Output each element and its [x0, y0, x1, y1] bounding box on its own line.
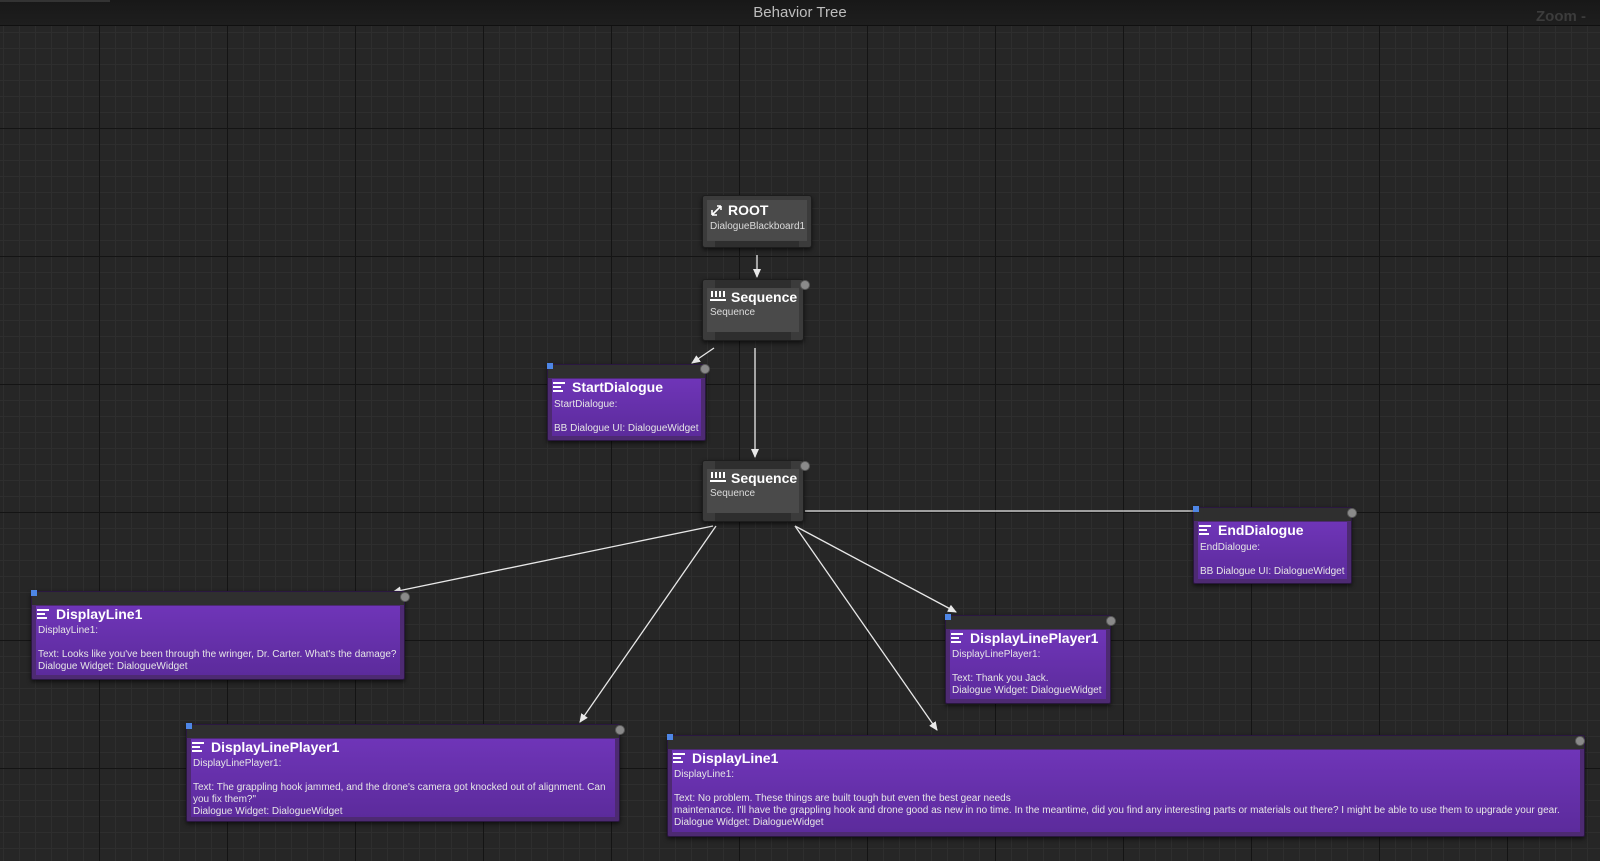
execution-order-badge-icon: [1575, 736, 1585, 746]
graph-title: Behavior Tree: [753, 4, 847, 21]
sequence-1-title: Sequence: [731, 289, 798, 305]
task-title: StartDialogue: [572, 379, 664, 395]
task-name-label: DisplayLinePlayer1:: [193, 758, 282, 769]
graph-title-bar: Behavior Tree Zoom -: [0, 0, 1600, 26]
task-property-line: Text: Thank you Jack.: [952, 673, 1049, 684]
task-name-label: StartDialogue:: [554, 399, 618, 410]
decorator-indicator-icon: [547, 363, 553, 369]
decorator-indicator-icon: [1193, 506, 1199, 512]
task-icon: [37, 608, 51, 621]
task-name-label: DisplayLinePlayer1:: [952, 649, 1041, 660]
edge-sequence1-to-startdialogue: [691, 347, 715, 364]
task-icon: [1199, 524, 1213, 537]
execution-order-badge-icon: [615, 725, 625, 735]
task-property-line: you fix them?": [193, 794, 257, 805]
task-node-display-line-1[interactable]: DisplayLine1 DisplayLine1: Text: Looks l…: [31, 591, 405, 680]
sequence-node-2[interactable]: Sequence Sequence: [702, 460, 804, 522]
decorator-indicator-icon: [186, 723, 192, 729]
root-output-pin[interactable]: [715, 241, 799, 247]
task-node-display-line-player-1[interactable]: DisplayLinePlayer1 DisplayLinePlayer1: T…: [945, 615, 1111, 704]
execution-order-badge-icon: [800, 461, 810, 471]
task-input-pin[interactable]: [32, 592, 404, 605]
edge-sequence2-to-displaylineplayer-a: [579, 525, 717, 723]
task-input-pin[interactable]: [187, 725, 619, 738]
task-input-pin[interactable]: [1194, 508, 1351, 521]
edge-sequence2-to-displayline-a: [392, 525, 714, 595]
execution-order-badge-icon: [400, 592, 410, 602]
task-property-line: Dialogue Widget: DialogueWidget: [952, 685, 1102, 696]
edge-sequence2-to-displayline-b: [794, 525, 938, 731]
task-property-line: maintenance. I'll have the grappling hoo…: [674, 805, 1560, 816]
task-title: EndDialogue: [1218, 522, 1304, 538]
task-title: DisplayLinePlayer1: [211, 739, 340, 755]
task-icon: [553, 381, 567, 394]
edge-sequence2-to-displaylineplayer-b: [794, 525, 957, 613]
sequence-2-input-pin[interactable]: [715, 461, 791, 469]
task-title: DisplayLinePlayer1: [970, 630, 1099, 646]
root-title: ROOT: [728, 202, 769, 218]
task-property-line: Text: The grappling hook jammed, and the…: [193, 782, 606, 793]
task-icon: [192, 741, 206, 754]
task-title: DisplayLine1: [692, 750, 779, 766]
task-icon: [673, 752, 687, 765]
task-name-label: EndDialogue:: [1200, 542, 1261, 553]
decorator-indicator-icon: [667, 734, 673, 740]
task-property-line: Dialogue Widget: DialogueWidget: [674, 817, 824, 828]
task-input-pin[interactable]: [548, 365, 705, 378]
task-node-display-line-1[interactable]: DisplayLine1 DisplayLine1: Text: No prob…: [667, 735, 1585, 837]
root-blackboard-label: DialogueBlackboard1: [710, 221, 806, 232]
task-input-pin[interactable]: [946, 616, 1110, 629]
task-property-line: Text: No problem. These things are built…: [674, 793, 1011, 804]
task-property-line: Text: Looks like you've been through the…: [38, 649, 397, 660]
root-icon: [711, 204, 722, 216]
title-bar-tab-edge: [0, 0, 110, 2]
task-property-line: Dialogue Widget: DialogueWidget: [38, 661, 188, 672]
execution-order-badge-icon: [800, 280, 810, 290]
sequence-icon: [710, 291, 726, 303]
sequence-2-output-pin[interactable]: [715, 513, 791, 521]
sequence-1-input-pin[interactable]: [715, 280, 791, 288]
task-name-label: DisplayLine1:: [674, 769, 735, 780]
sequence-1-output-pin[interactable]: [715, 332, 791, 340]
task-icon: [951, 632, 965, 645]
task-property-line: Dialogue Widget: DialogueWidget: [193, 806, 343, 817]
execution-order-badge-icon: [700, 364, 710, 374]
sequence-node-1[interactable]: Sequence Sequence: [702, 279, 804, 341]
task-node-start-dialogue[interactable]: StartDialogue StartDialogue: BB Dialogue…: [547, 364, 706, 441]
task-property-line: BB Dialogue UI: DialogueWidget: [554, 423, 699, 434]
task-title: DisplayLine1: [56, 606, 143, 622]
execution-order-badge-icon: [1347, 508, 1357, 518]
zoom-indicator: Zoom -: [1536, 8, 1586, 25]
task-name-label: DisplayLine1:: [38, 625, 99, 636]
sequence-2-title: Sequence: [731, 470, 798, 486]
decorator-indicator-icon: [945, 614, 951, 620]
root-node[interactable]: ROOT DialogueBlackboard1: [702, 195, 812, 248]
task-input-pin[interactable]: [668, 736, 1584, 749]
sequence-icon: [710, 472, 726, 484]
execution-order-badge-icon: [1106, 616, 1116, 626]
task-node-display-line-player-1[interactable]: DisplayLinePlayer1 DisplayLinePlayer1: T…: [186, 724, 620, 822]
sequence-1-subtitle: Sequence: [710, 307, 756, 318]
decorator-indicator-icon: [31, 590, 37, 596]
task-property-line: BB Dialogue UI: DialogueWidget: [1200, 566, 1345, 577]
sequence-2-subtitle: Sequence: [710, 488, 756, 499]
task-node-end-dialogue[interactable]: EndDialogue EndDialogue: BB Dialogue UI:…: [1193, 507, 1352, 584]
